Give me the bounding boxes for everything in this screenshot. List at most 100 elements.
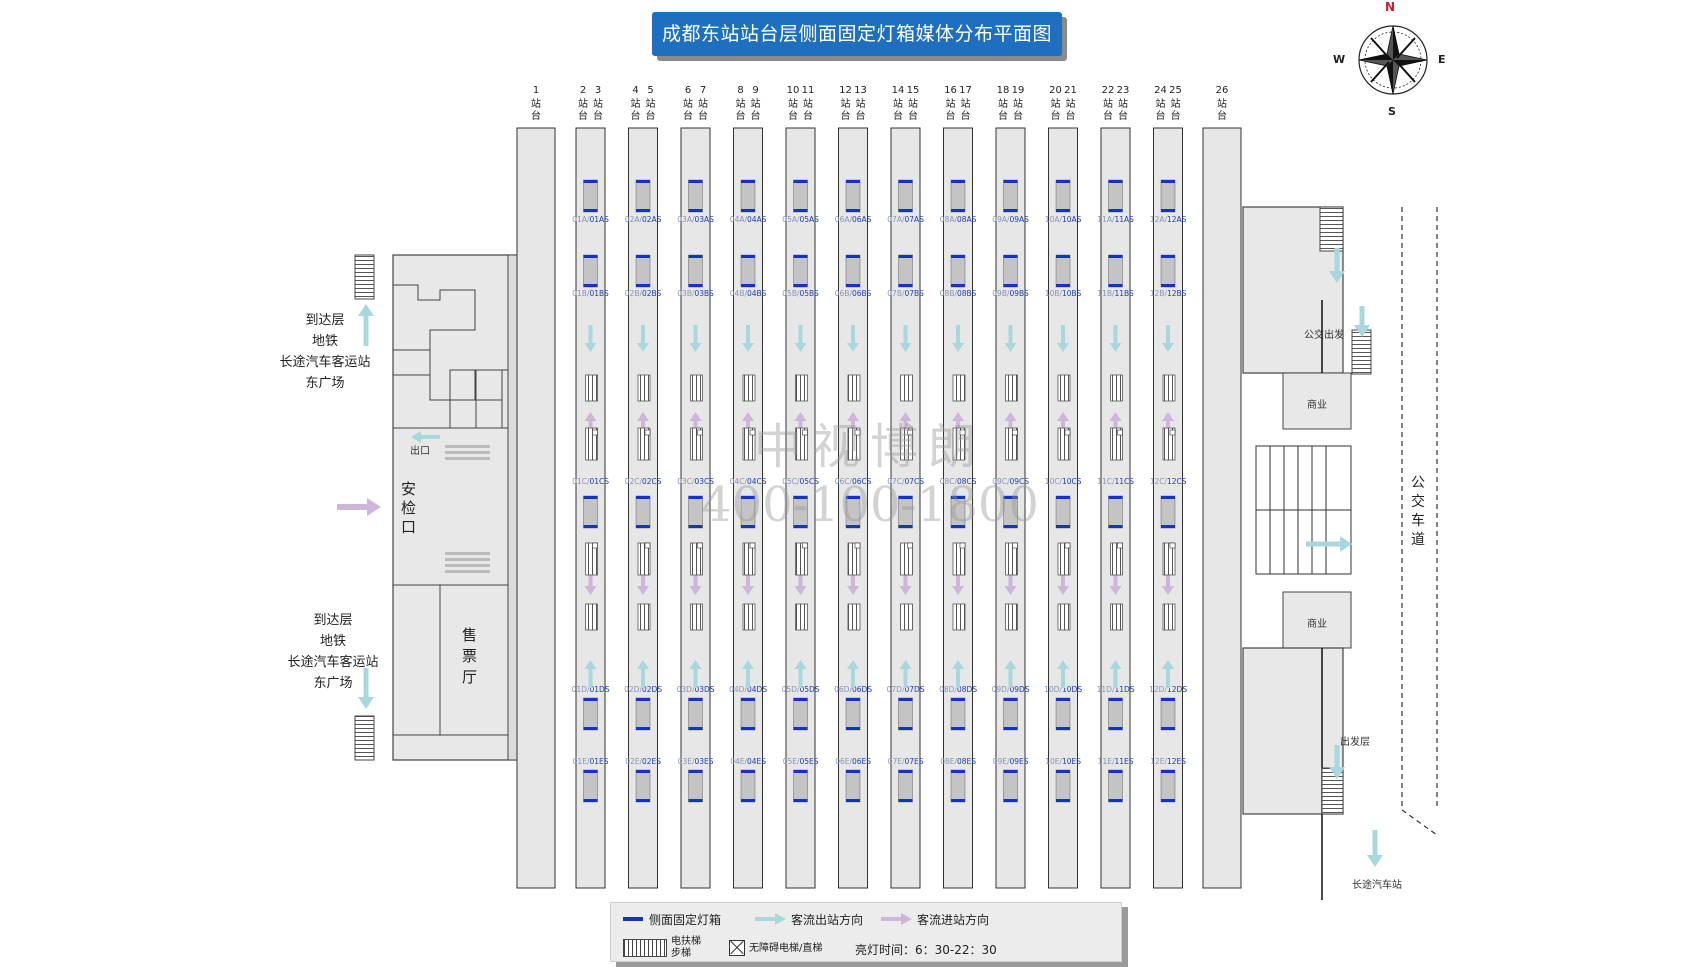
lightbox-code-right: 08ES bbox=[957, 757, 976, 766]
lightbox-code-left: 09B/ bbox=[992, 289, 1010, 298]
lightbox-code-right: 11AS bbox=[1115, 215, 1135, 224]
lightbox-code-right: 06DS bbox=[852, 685, 872, 694]
lightbox-code-right: 08BS bbox=[957, 289, 977, 298]
lightbox-panel bbox=[1003, 495, 1018, 529]
lightbox-code-left: 06D/ bbox=[834, 685, 852, 694]
elevator-icon bbox=[907, 542, 913, 549]
platform-word-top: 站 bbox=[736, 97, 746, 110]
escalator-lower bbox=[637, 603, 651, 631]
lightbox-mark bbox=[793, 209, 808, 212]
stairs-lower bbox=[1005, 542, 1018, 576]
lightbox-mark bbox=[1056, 698, 1070, 701]
lightbox-code-right: 04CS bbox=[747, 477, 767, 486]
lightbox-mark bbox=[1003, 799, 1018, 802]
lightbox-mark bbox=[898, 770, 913, 773]
stairs-lower bbox=[1110, 542, 1123, 576]
lightbox-mark bbox=[951, 799, 965, 802]
lightbox-panel bbox=[635, 697, 651, 731]
out-arrow-lower-head bbox=[794, 660, 807, 669]
platform-strip bbox=[516, 127, 556, 889]
lightbox-mark bbox=[793, 255, 808, 258]
lightbox-code-left: 12B/ bbox=[1150, 289, 1168, 298]
platform-word-bottom: 台 bbox=[593, 109, 603, 122]
legend-out-arrow-icon bbox=[755, 913, 786, 925]
lightbox-mark bbox=[583, 284, 598, 287]
elevator-icon bbox=[644, 429, 651, 436]
lightbox-mark bbox=[1161, 770, 1175, 773]
lightbox-code-right: 06AS bbox=[852, 215, 872, 224]
platform-number: 4 bbox=[632, 85, 638, 96]
lightbox-mark bbox=[951, 698, 965, 701]
platform-word-top: 站 bbox=[1217, 97, 1227, 110]
lightbox-mark bbox=[636, 770, 650, 773]
elevator-icon bbox=[1169, 429, 1176, 436]
platform-number: 9 bbox=[752, 85, 758, 96]
in-arrow-upper-head bbox=[584, 412, 597, 421]
in-arrow-upper-head bbox=[899, 412, 912, 421]
escalator-upper bbox=[690, 374, 703, 402]
elevator-icon bbox=[802, 542, 808, 549]
elevator-icon bbox=[749, 429, 756, 436]
lightbox-code-right: 07CS bbox=[905, 477, 925, 486]
lightbox-mark bbox=[741, 209, 755, 212]
in-arrow-lower-head bbox=[847, 586, 859, 595]
lightbox-mark bbox=[741, 727, 755, 730]
lightbox-mark bbox=[636, 525, 650, 528]
lightbox-mark bbox=[846, 727, 860, 730]
lightbox-code-right: 11CS bbox=[1115, 477, 1135, 486]
lightbox-panel bbox=[635, 179, 651, 213]
lightbox-mark bbox=[741, 698, 755, 701]
lightbox-code-right: 06CS bbox=[852, 477, 872, 486]
lightbox-code-left: 12D/ bbox=[1149, 685, 1167, 694]
lightbox-panel bbox=[793, 697, 808, 731]
lightbox-code-left: 02B/ bbox=[625, 289, 643, 298]
escalator-upper bbox=[900, 374, 913, 402]
compass-e: E bbox=[1438, 53, 1446, 66]
platform-word-bottom: 台 bbox=[1156, 109, 1166, 122]
lightbox-code-left: 05D/ bbox=[782, 685, 800, 694]
escalator-lower bbox=[1005, 603, 1018, 631]
lightbox-mark bbox=[688, 209, 703, 212]
lightbox-mark bbox=[741, 525, 755, 528]
elevator-icon bbox=[854, 542, 861, 549]
in-arrow-upper-head bbox=[689, 412, 702, 421]
out-arrow-lower-head bbox=[899, 660, 912, 669]
lightbox-mark bbox=[636, 698, 650, 701]
lightbox-code-left: 12C/ bbox=[1150, 477, 1168, 486]
lightbox-mark bbox=[951, 284, 965, 287]
legend-elevator-icon bbox=[729, 940, 745, 956]
lightbox-code-right: 01CS bbox=[590, 477, 610, 486]
lightbox-mark bbox=[1056, 496, 1070, 499]
stairs-lower bbox=[952, 542, 966, 576]
lightbox-code-right: 12BS bbox=[1167, 289, 1187, 298]
lightbox-code-left: 01E/ bbox=[573, 757, 590, 766]
lightbox-mark bbox=[793, 727, 808, 730]
lightbox-code-right: 01BS bbox=[590, 289, 610, 298]
lightbox-mark bbox=[1003, 770, 1018, 773]
lightbox-code-right: 08DS bbox=[957, 685, 977, 694]
left-top-label-1: 到达层 bbox=[305, 313, 345, 328]
platform-number: 21 bbox=[1064, 85, 1077, 96]
lightbox-mark bbox=[793, 180, 808, 183]
lightbox-mark bbox=[1056, 209, 1070, 212]
lightbox-mark bbox=[583, 770, 598, 773]
lightbox-code-right: 07ES bbox=[905, 757, 924, 766]
lightbox-mark bbox=[1108, 255, 1123, 258]
lightbox-code-right: 05BS bbox=[800, 289, 820, 298]
platform-word-top: 站 bbox=[841, 97, 851, 110]
platform-word-bottom: 台 bbox=[1217, 109, 1227, 122]
platform-word-bottom: 台 bbox=[893, 109, 903, 122]
lightbox-code-right: 09AS bbox=[1010, 215, 1030, 224]
lightbox-code-right: 02CS bbox=[642, 477, 662, 486]
out-arrow-lower-head bbox=[1109, 660, 1122, 669]
lightbox-code-left: 03C/ bbox=[677, 477, 695, 486]
lightbox-mark bbox=[1056, 770, 1070, 773]
title-block: 成都东站站台层侧面固定灯箱媒体分布平面图 bbox=[652, 12, 1072, 61]
lightbox-code-right: 11DS bbox=[1115, 685, 1135, 694]
escalator-upper bbox=[742, 374, 756, 402]
lightbox-panel bbox=[1108, 495, 1123, 529]
lightbox-mark bbox=[951, 255, 965, 258]
lightbox-mark bbox=[636, 284, 650, 287]
stairs-lower bbox=[795, 542, 808, 576]
lightbox-panel bbox=[1160, 495, 1176, 529]
